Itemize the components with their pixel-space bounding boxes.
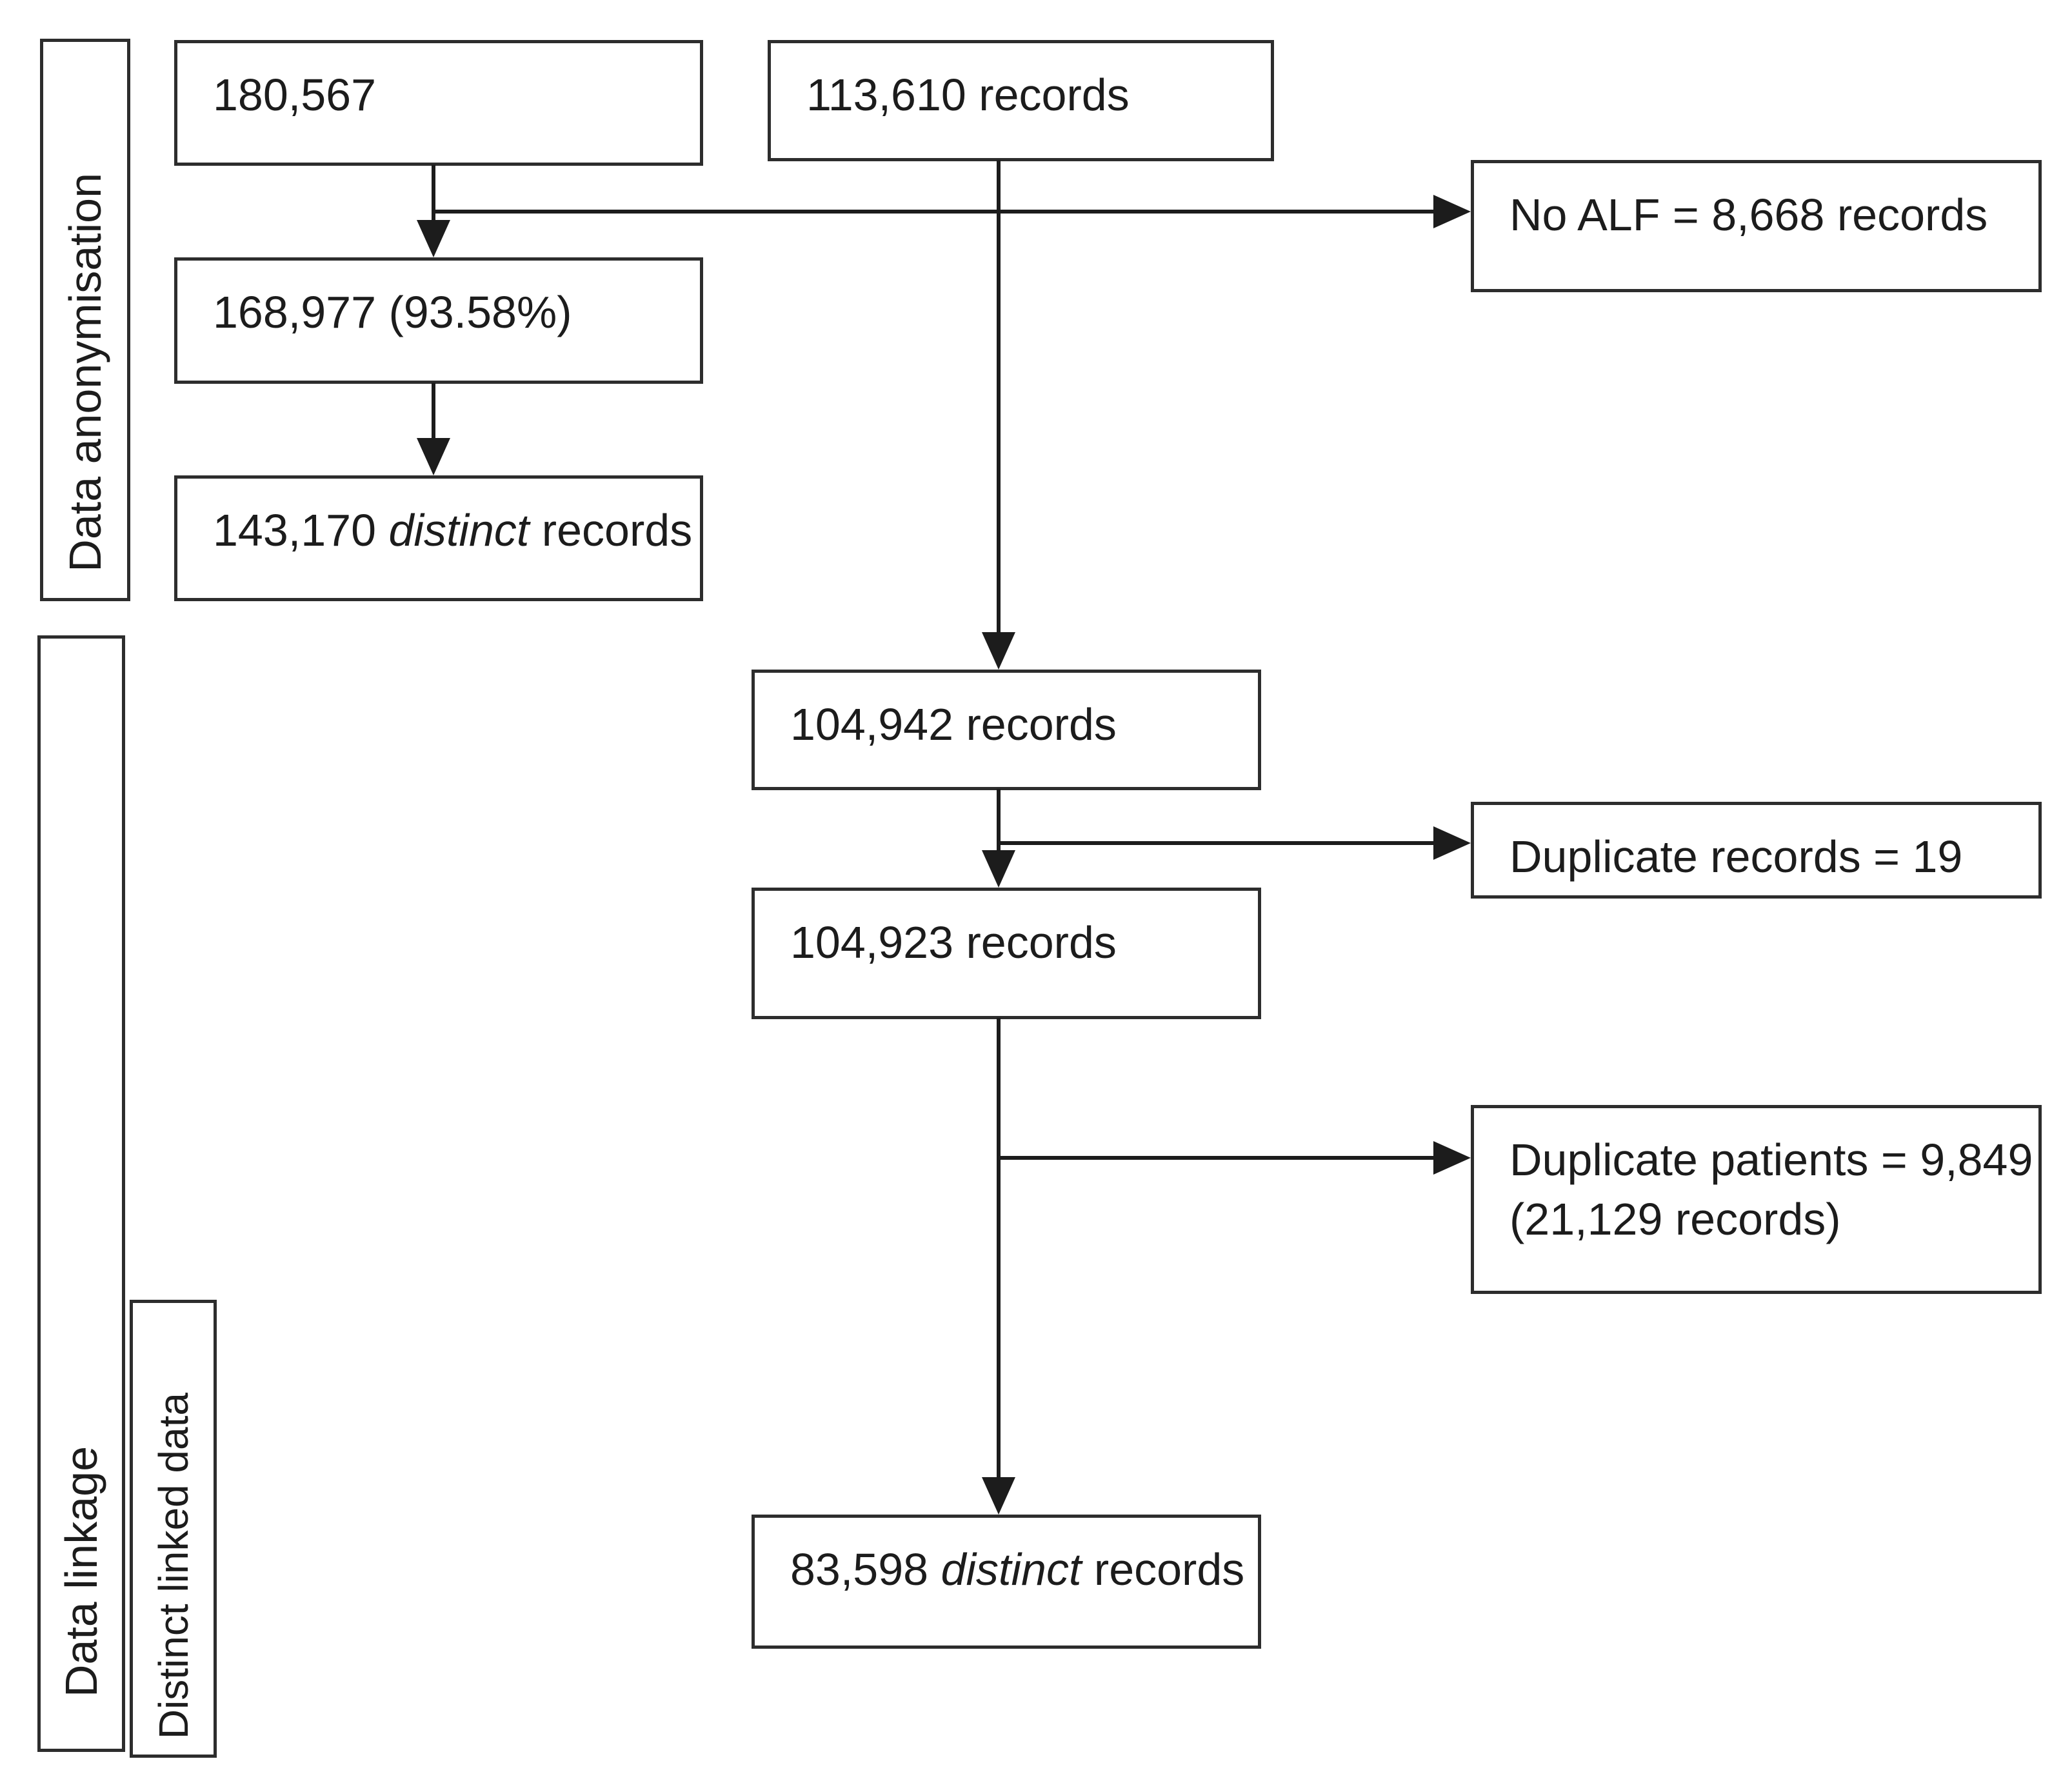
stage-label-distinct-linked-data: Distinct linked data	[150, 1392, 197, 1739]
arrowhead-down-icon	[982, 850, 1015, 888]
stage-band-data-anonymisation: Data anonymisation	[40, 39, 130, 601]
connector-104942-to-104923	[997, 789, 1001, 855]
box-gp-distinct-italic-word: distinct	[388, 505, 530, 555]
stage-band-data-linkage: Data linkage	[37, 635, 125, 1752]
box-excluded-duplicate-patients-line1: Duplicate patients = 9,849	[1509, 1135, 2033, 1185]
box-after-no-alf-removed-label: 104,942 records	[790, 699, 1117, 750]
box-excluded-no-alf: No ALF = 8,668 records	[1471, 160, 2042, 292]
box-excluded-duplicate-patients-line2: (21,129 records)	[1509, 1194, 1841, 1245]
connector-104923-to-final	[997, 1018, 1001, 1482]
stage-label-data-anonymisation: Data anonymisation	[60, 173, 110, 572]
box-source-total-label: 113,610 records	[806, 70, 1130, 120]
box-after-duplicates-removed-label: 104,923 records	[790, 917, 1117, 968]
box-gp-distinct-suffix: records	[529, 505, 693, 555]
arrowhead-right-icon	[1433, 1141, 1471, 1175]
box-gp-extract-total: 180,567	[174, 40, 703, 166]
box-gp-distinct-prefix: 143,170	[213, 505, 389, 555]
box-excluded-duplicate-records: Duplicate records = 19	[1471, 802, 2042, 899]
box-gp-alf-matched-label: 168,977 (93.58%)	[213, 287, 572, 337]
arrowhead-down-icon	[982, 1477, 1015, 1515]
box-final-distinct-prefix: 83,598	[790, 1544, 941, 1595]
stage-label-data-linkage: Data linkage	[56, 1446, 106, 1697]
arrowhead-down-icon	[417, 220, 450, 257]
box-after-no-alf-removed: 104,942 records	[752, 670, 1261, 790]
box-final-distinct-suffix: records	[1081, 1544, 1245, 1595]
arrowhead-down-icon	[417, 438, 450, 475]
box-excluded-no-alf-label: No ALF = 8,668 records	[1509, 190, 1988, 240]
connector-branch-duplicate-patients	[997, 1156, 1433, 1160]
connector-branch-duplicate-records	[997, 841, 1433, 845]
box-gp-alf-matched: 168,977 (93.58%)	[174, 257, 703, 384]
box-excluded-duplicate-records-label: Duplicate records = 19	[1509, 831, 1963, 882]
arrowhead-right-icon	[1433, 826, 1471, 860]
box-source-total: 113,610 records	[768, 40, 1274, 161]
connector-branch-no-alf	[432, 210, 1433, 214]
connector-source-to-104942	[997, 160, 1001, 637]
connector-gp-total-to-alf	[432, 164, 435, 226]
box-gp-distinct-records: 143,170 distinct records	[174, 475, 703, 601]
arrowhead-right-icon	[1433, 195, 1471, 228]
stage-band-distinct-linked-data: Distinct linked data	[130, 1300, 217, 1758]
connector-alf-to-distinct	[432, 383, 435, 444]
arrowhead-down-icon	[982, 632, 1015, 670]
box-gp-extract-total-label: 180,567	[213, 70, 377, 120]
box-excluded-duplicate-patients: Duplicate patients = 9,849 (21,129 recor…	[1471, 1105, 2042, 1294]
box-after-duplicates-removed: 104,923 records	[752, 888, 1261, 1019]
box-final-distinct-records: 83,598 distinct records	[752, 1515, 1261, 1649]
box-final-distinct-italic-word: distinct	[941, 1544, 1082, 1595]
